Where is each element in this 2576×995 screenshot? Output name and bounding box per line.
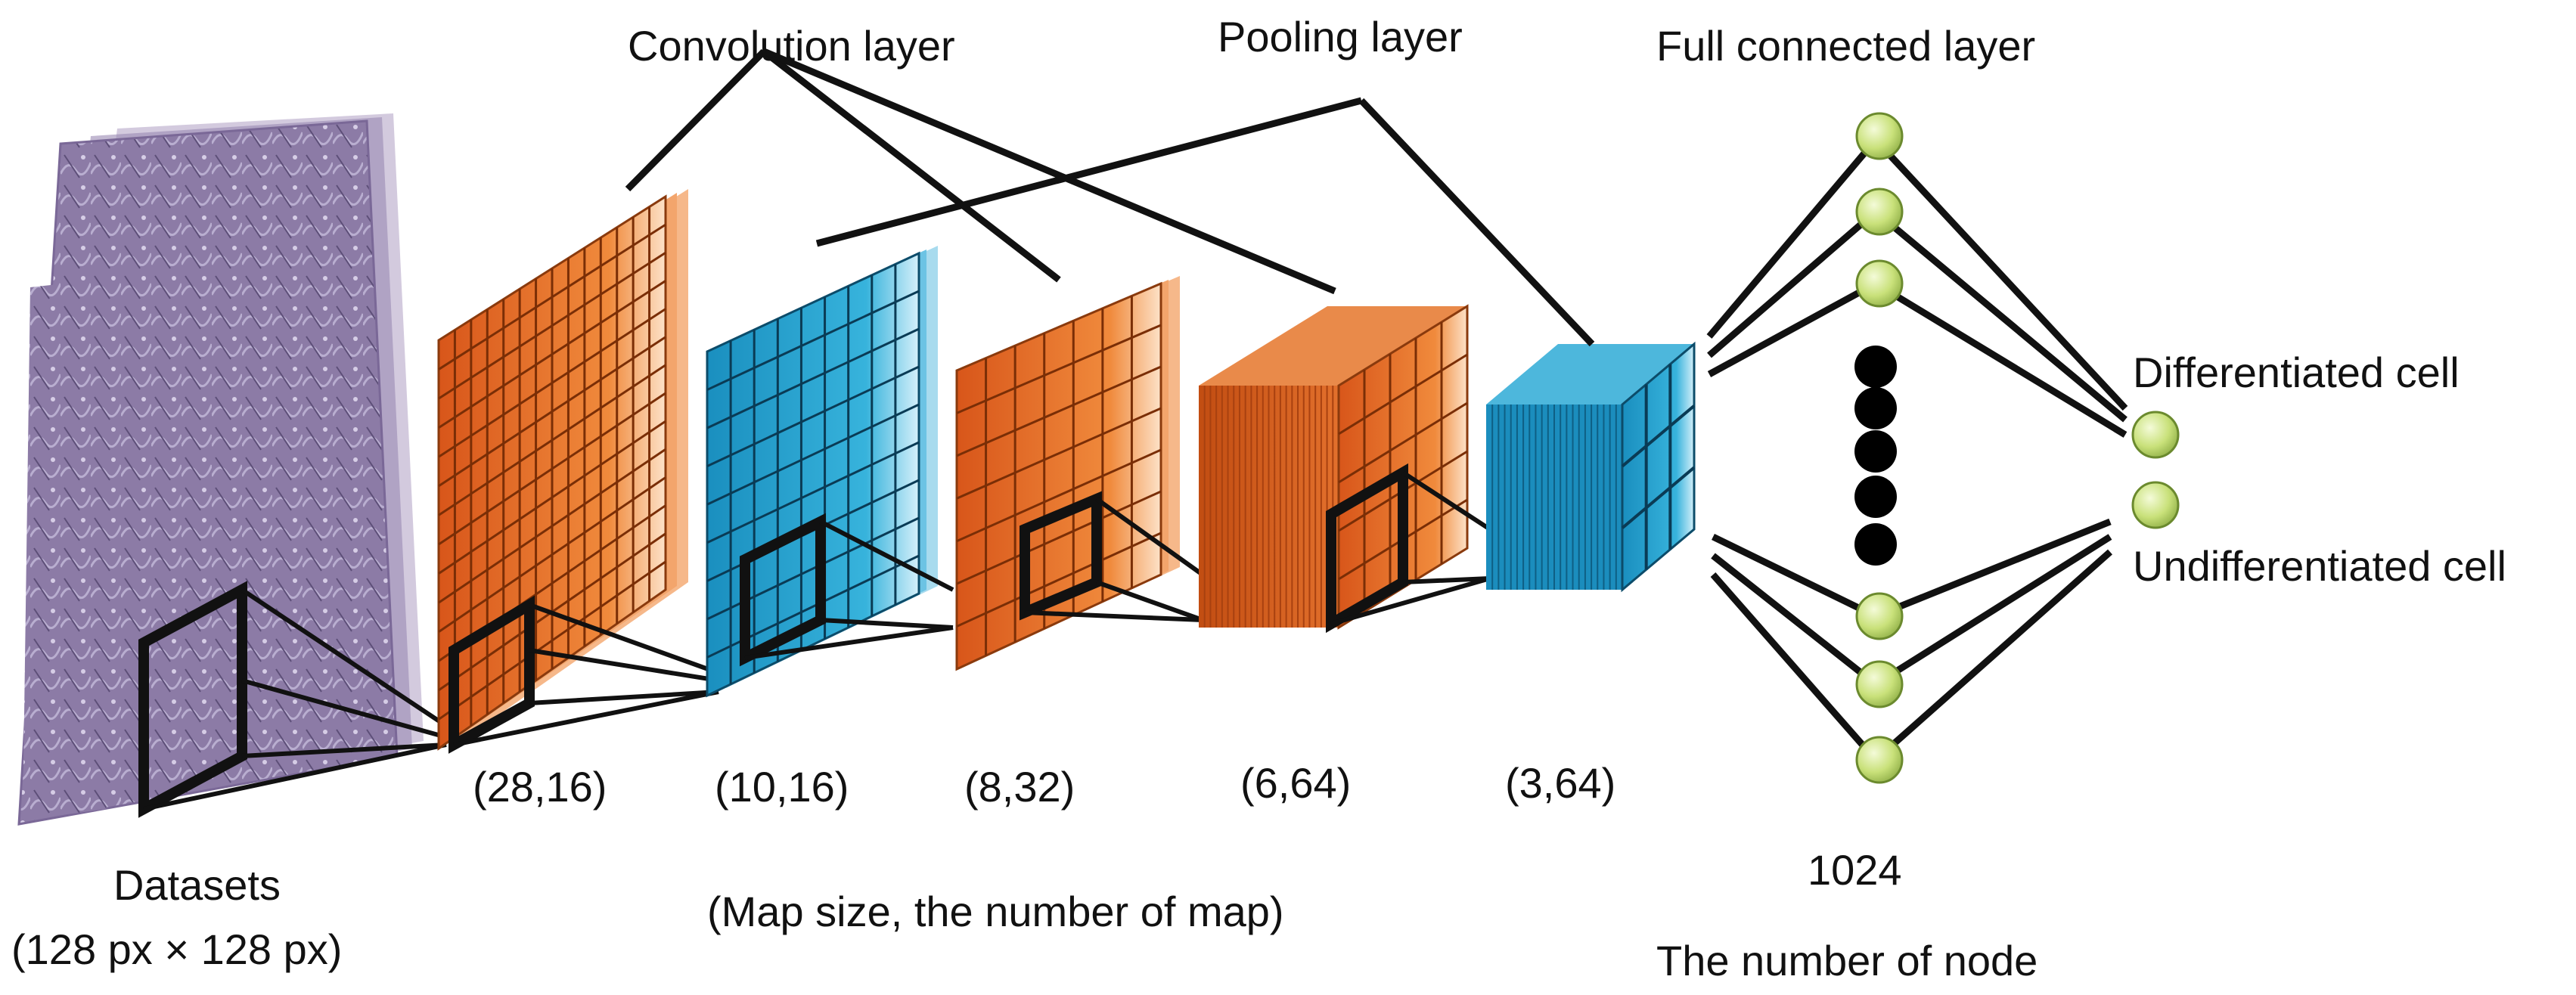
output-node-differentiated bbox=[2131, 411, 2180, 459]
convolution-layer-label: Convolution layer bbox=[628, 22, 955, 70]
fc-ellipsis-dot bbox=[1854, 523, 1897, 566]
layer-4-dims: (6,64) bbox=[1240, 759, 1351, 807]
dataset-title: Datasets bbox=[113, 861, 281, 909]
layer-3-dims: (8,32) bbox=[964, 763, 1075, 811]
dataset-size: (128 px × 128 px) bbox=[11, 925, 342, 973]
node-caption: The number of node bbox=[1656, 937, 2038, 984]
dataset-receptive-field bbox=[138, 581, 448, 818]
layer-5-dims: (3,64) bbox=[1505, 759, 1615, 807]
pool-layer-2-stack bbox=[706, 246, 954, 698]
layer-1-dims: (28,16) bbox=[473, 763, 607, 811]
conv-layer-1-stack bbox=[437, 189, 720, 754]
fc-ellipsis-dot bbox=[1854, 346, 1897, 388]
output-label-differentiated: Differentiated cell bbox=[2133, 349, 2460, 396]
fc-connections bbox=[1706, 137, 2128, 763]
fc-node bbox=[1855, 660, 1904, 708]
full-connected-layer-label: Full connected layer bbox=[1656, 22, 2035, 70]
map-caption: (Map size, the number of map) bbox=[707, 888, 1284, 935]
node-count: 1024 bbox=[1808, 846, 1902, 894]
layer-2-dims: (10,16) bbox=[715, 763, 849, 811]
fc-ellipsis-dot bbox=[1854, 430, 1897, 473]
pool-layer-5-cube bbox=[1486, 341, 1696, 593]
conv-layer-3-stack bbox=[955, 276, 1204, 671]
layer-type-connectors bbox=[625, 48, 1595, 347]
fc-node bbox=[1855, 592, 1904, 640]
fc-node bbox=[1855, 259, 1904, 308]
fc-nodes bbox=[1854, 112, 1904, 784]
fc-node bbox=[1855, 736, 1904, 784]
pooling-layer-label: Pooling layer bbox=[1218, 13, 1463, 60]
fc-ellipsis-dot bbox=[1854, 476, 1897, 518]
fc-ellipsis-dot bbox=[1854, 387, 1897, 429]
fc-node bbox=[1855, 112, 1904, 160]
output-node-undifferentiated bbox=[2131, 481, 2180, 529]
conv-layer-4-block bbox=[1199, 304, 1491, 634]
dataset-image-stack bbox=[17, 113, 424, 826]
fc-node bbox=[1855, 188, 1904, 236]
output-nodes bbox=[2131, 411, 2180, 529]
output-label-undifferentiated: Undifferentiated cell bbox=[2133, 542, 2506, 590]
